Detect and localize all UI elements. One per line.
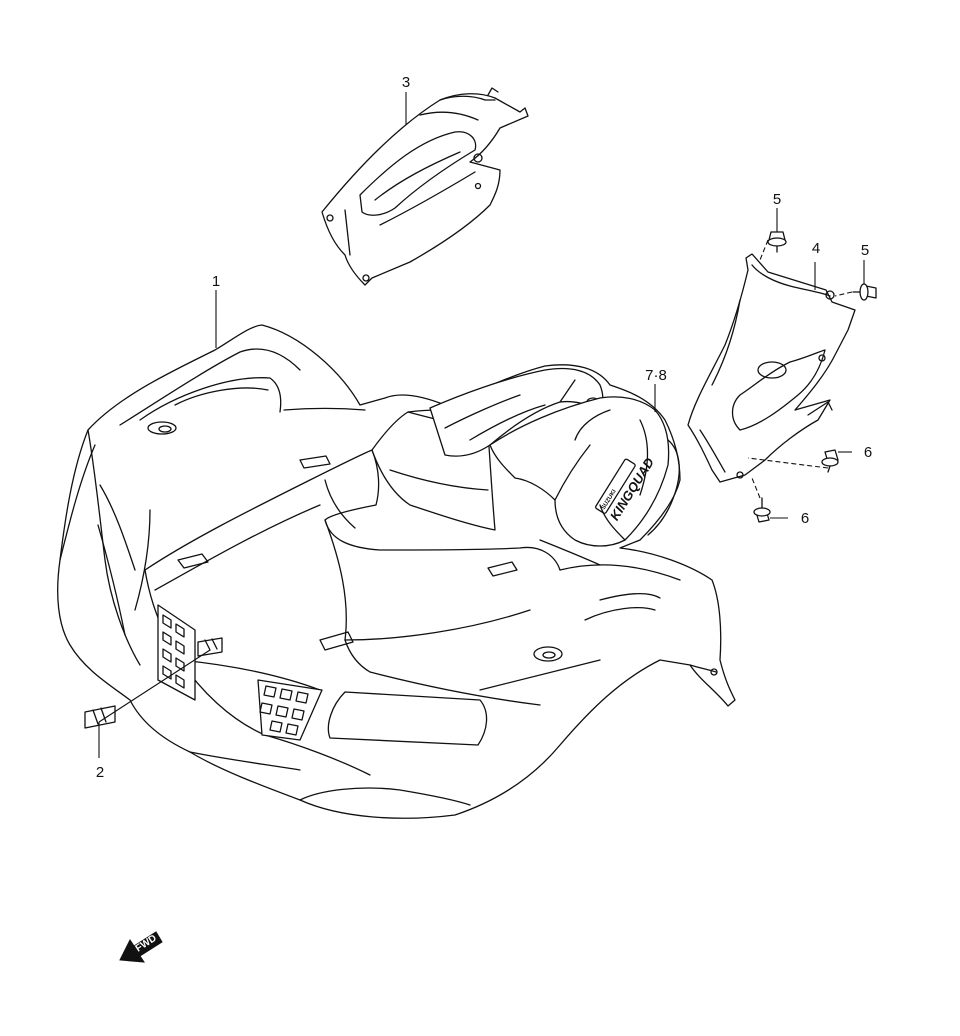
bolt-5b — [852, 283, 877, 301]
callout-4: 4 — [812, 240, 820, 257]
upper-cover-part3 — [321, 87, 529, 286]
fwd-arrow-icon: FWD — [119, 931, 163, 963]
center-grille — [259, 685, 309, 736]
front-fender: SUZUKI KINGQUAD — [57, 324, 736, 819]
callout-6b: 6 — [801, 510, 809, 527]
callout-2: 2 — [96, 764, 104, 781]
bolt-6b — [753, 497, 771, 523]
side-panel-part4 — [687, 253, 856, 483]
callout-1: 1 — [212, 273, 220, 290]
callout-5b: 5 — [861, 242, 869, 259]
callout-6a: 6 — [864, 444, 872, 461]
decal-pieces — [84, 637, 223, 729]
leader-lines — [98, 92, 865, 758]
callout-7-8: 7·8 — [645, 367, 667, 384]
bolt-6a — [821, 449, 839, 473]
callout-5a: 5 — [773, 191, 781, 208]
left-grille — [162, 614, 185, 689]
callout-3: 3 — [402, 74, 410, 91]
bolt-5a — [767, 231, 787, 253]
